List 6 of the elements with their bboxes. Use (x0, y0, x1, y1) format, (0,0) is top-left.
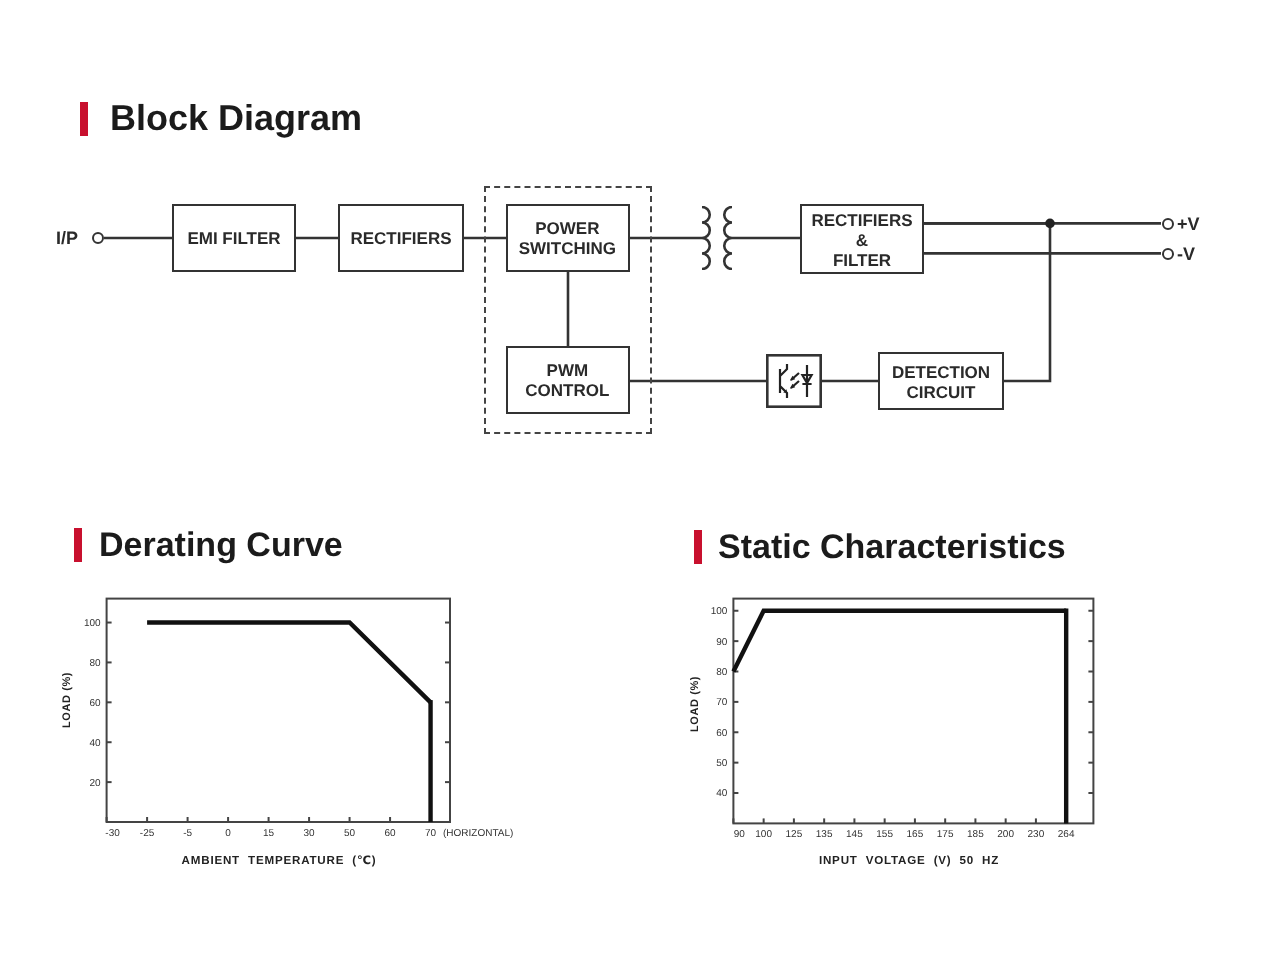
section-heading: Block Diagram (80, 102, 363, 136)
section-heading: Derating Curve (73, 528, 343, 562)
terminal-label: -V (1177, 243, 1195, 264)
terminal-label: I/P (56, 228, 79, 248)
section-heading: Static Characteristics (694, 529, 1066, 563)
terminal-label: +V (1177, 213, 1200, 234)
